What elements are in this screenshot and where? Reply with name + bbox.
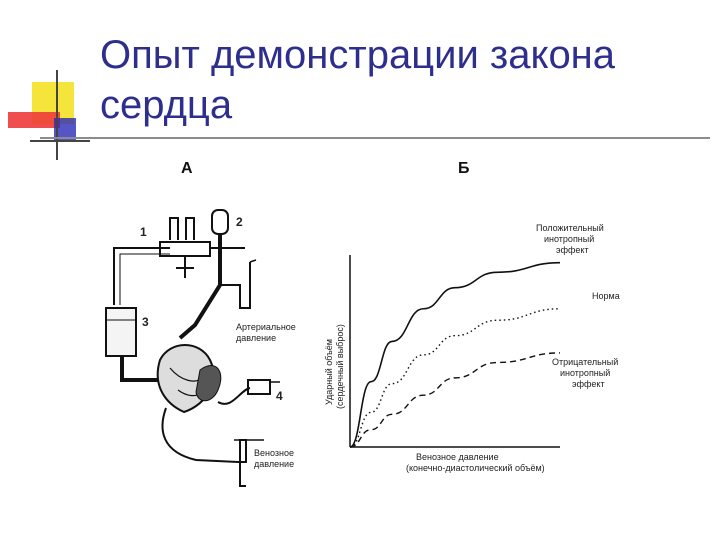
slide-title-line2: сердца: [100, 83, 233, 127]
deco-vertical-line: [56, 70, 58, 160]
tube-to-4: [217, 387, 251, 405]
tube-to-heart: [178, 234, 222, 340]
venous-label-line2: давление: [254, 459, 294, 469]
x-axis-label-line1: Венозное давление: [416, 452, 499, 462]
arterial-label-line1: Артериальное: [236, 322, 296, 332]
y-axis-label-line1: Ударный объём: [324, 339, 334, 405]
curve-label-positive-line1: Положительный: [536, 223, 604, 233]
arterial-label-line2: давление: [236, 333, 276, 343]
marker-3: 3: [142, 315, 149, 329]
deco-horizontal-line: [30, 140, 90, 142]
slide-title: Опыт демонстрации закона сердца: [100, 30, 700, 130]
x-axis-label-line2: (конечно-диастолический объём): [406, 463, 545, 473]
frank-starling-chart: Ударный объём (сердечный выброс) Венозно…: [324, 223, 620, 473]
curve-label-negative-line2: инотропный: [560, 368, 610, 378]
tube-reservoir-up-inner: [119, 253, 170, 305]
valve-stem: [176, 256, 194, 278]
tube-reservoir-up: [113, 247, 170, 305]
venous-manometer: [238, 439, 247, 487]
title-rule: [40, 137, 710, 139]
curve-label-positive-line2: инотропный: [544, 234, 594, 244]
curve-positive: [349, 261, 561, 448]
deco-blue-square: [54, 118, 76, 140]
apparatus-diagram: 1 2 3 4 Артериальное давление Венозное д…: [105, 209, 296, 487]
device-4: [247, 379, 271, 395]
panel-b-letter: Б: [458, 160, 470, 177]
marker-4: 4: [276, 389, 283, 403]
air-vessel-2: [211, 209, 229, 235]
tube-reservoir-heart: [120, 356, 160, 382]
venous-label-line1: Венозное: [254, 448, 294, 458]
marker-2: 2: [236, 215, 243, 229]
curve-label-negative-line1: Отрицательный: [552, 357, 618, 367]
lung: [195, 365, 222, 402]
arterial-manometer: [220, 262, 251, 309]
marker-1: 1: [140, 225, 147, 239]
curve-label-norm: Норма: [592, 291, 620, 301]
arterial-manometer-flag: [249, 259, 257, 263]
y-axis-label-line2: (сердечный выброс): [335, 324, 345, 409]
valve-1: [169, 217, 195, 240]
curve-label-negative-line3: эффект: [572, 379, 605, 389]
deco-red-bar: [8, 112, 60, 128]
curve-label-positive-line3: эффект: [556, 245, 589, 255]
curve-negative: [349, 352, 561, 448]
slide-decoration: [8, 70, 90, 160]
reservoir-3: [105, 307, 137, 357]
panel-a-letter: А: [181, 160, 193, 177]
tube-venous: [161, 407, 239, 463]
slide-title-line1: Опыт демонстрации закона: [100, 33, 616, 77]
